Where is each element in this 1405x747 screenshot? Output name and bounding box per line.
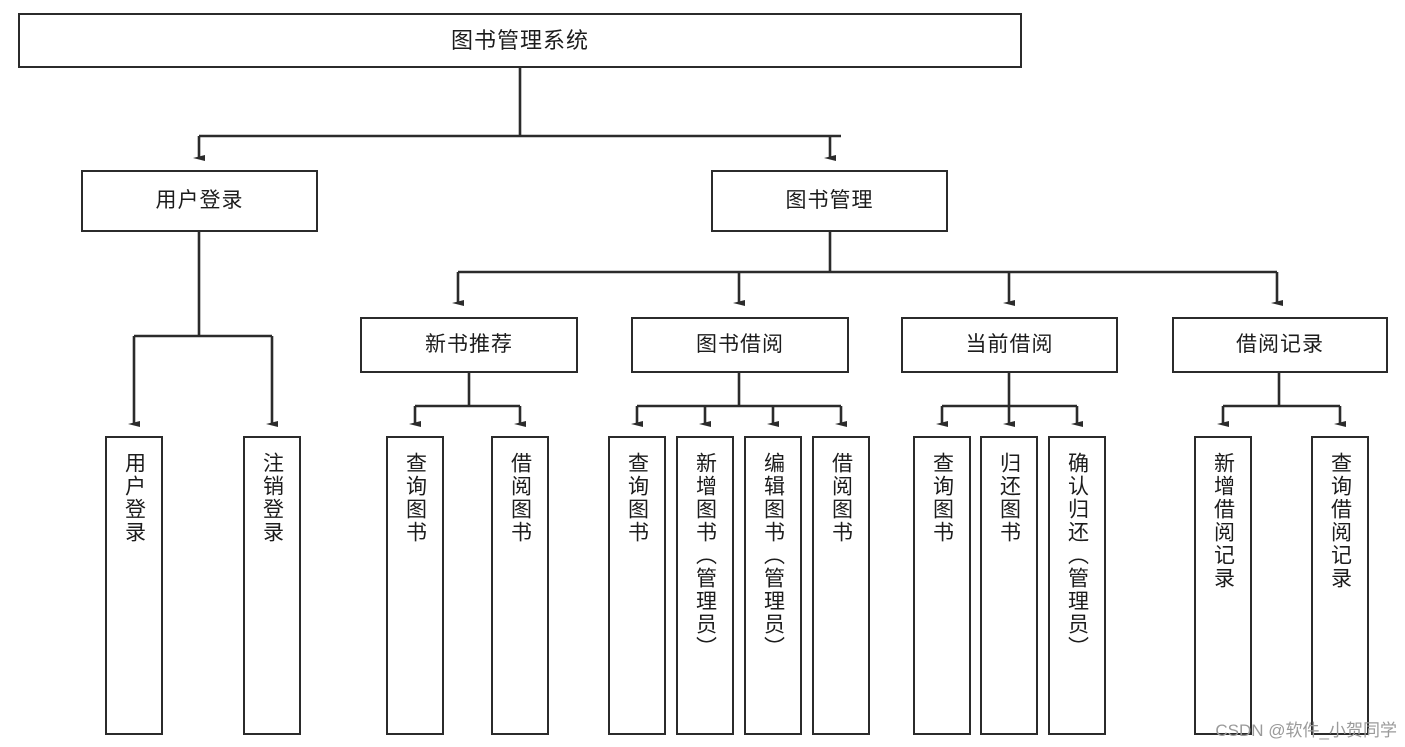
node-label: 确认归还（管理员） xyxy=(1065,452,1089,659)
node-label: 新增借阅记录 xyxy=(1211,452,1235,590)
node-label: 查询借阅记录 xyxy=(1328,452,1352,590)
leaf-confirm-return-admin[interactable]: 确认归还（管理员） xyxy=(1048,436,1106,735)
leaf-query-borrow-record[interactable]: 查询借阅记录 xyxy=(1311,436,1369,735)
node-label: 图书借阅 xyxy=(696,332,784,356)
node-label: 借阅图书 xyxy=(508,452,532,544)
node-label: 用户登录 xyxy=(155,188,244,212)
leaf-borrow-book[interactable]: 借阅图书 xyxy=(812,436,870,735)
node-root-system[interactable]: 图书管理系统 xyxy=(18,13,1022,68)
node-borrow-record[interactable]: 借阅记录 xyxy=(1172,317,1388,373)
leaf-query-book-current[interactable]: 查询图书 xyxy=(913,436,971,735)
leaf-logout-login[interactable]: 注销登录 xyxy=(243,436,301,735)
node-user-login[interactable]: 用户登录 xyxy=(81,170,318,232)
node-label: 归还图书 xyxy=(997,452,1021,544)
watermark-text: CSDN @软件_小贺同学 xyxy=(1215,721,1397,740)
leaf-add-borrow-record[interactable]: 新增借阅记录 xyxy=(1194,436,1252,735)
leaf-edit-book-admin[interactable]: 编辑图书（管理员） xyxy=(744,436,802,735)
node-new-book-recommend[interactable]: 新书推荐 xyxy=(360,317,578,373)
node-label: 新书推荐 xyxy=(425,332,513,356)
leaf-borrow-book-recommend[interactable]: 借阅图书 xyxy=(491,436,549,735)
leaf-return-book[interactable]: 归还图书 xyxy=(980,436,1038,735)
node-label: 新增图书（管理员） xyxy=(693,452,717,659)
leaf-query-book-recommend[interactable]: 查询图书 xyxy=(386,436,444,735)
leaf-add-book-admin[interactable]: 新增图书（管理员） xyxy=(676,436,734,735)
node-label: 查询图书 xyxy=(403,452,427,544)
node-label: 图书管理系统 xyxy=(450,27,589,53)
node-label: 借阅图书 xyxy=(829,452,853,544)
node-label: 当前借阅 xyxy=(965,332,1054,356)
node-book-management[interactable]: 图书管理 xyxy=(711,170,948,232)
node-book-borrow[interactable]: 图书借阅 xyxy=(631,317,849,373)
node-current-borrow[interactable]: 当前借阅 xyxy=(901,317,1118,373)
node-label: 用户登录 xyxy=(122,452,146,544)
node-label: 查询图书 xyxy=(930,452,954,544)
node-label: 编辑图书（管理员） xyxy=(761,452,785,659)
node-label: 注销登录 xyxy=(260,452,284,544)
node-label: 图书管理 xyxy=(785,188,874,212)
node-label: 借阅记录 xyxy=(1236,332,1324,356)
node-label: 查询图书 xyxy=(625,452,649,544)
leaf-user-login[interactable]: 用户登录 xyxy=(105,436,163,735)
leaf-query-book-borrow[interactable]: 查询图书 xyxy=(608,436,666,735)
